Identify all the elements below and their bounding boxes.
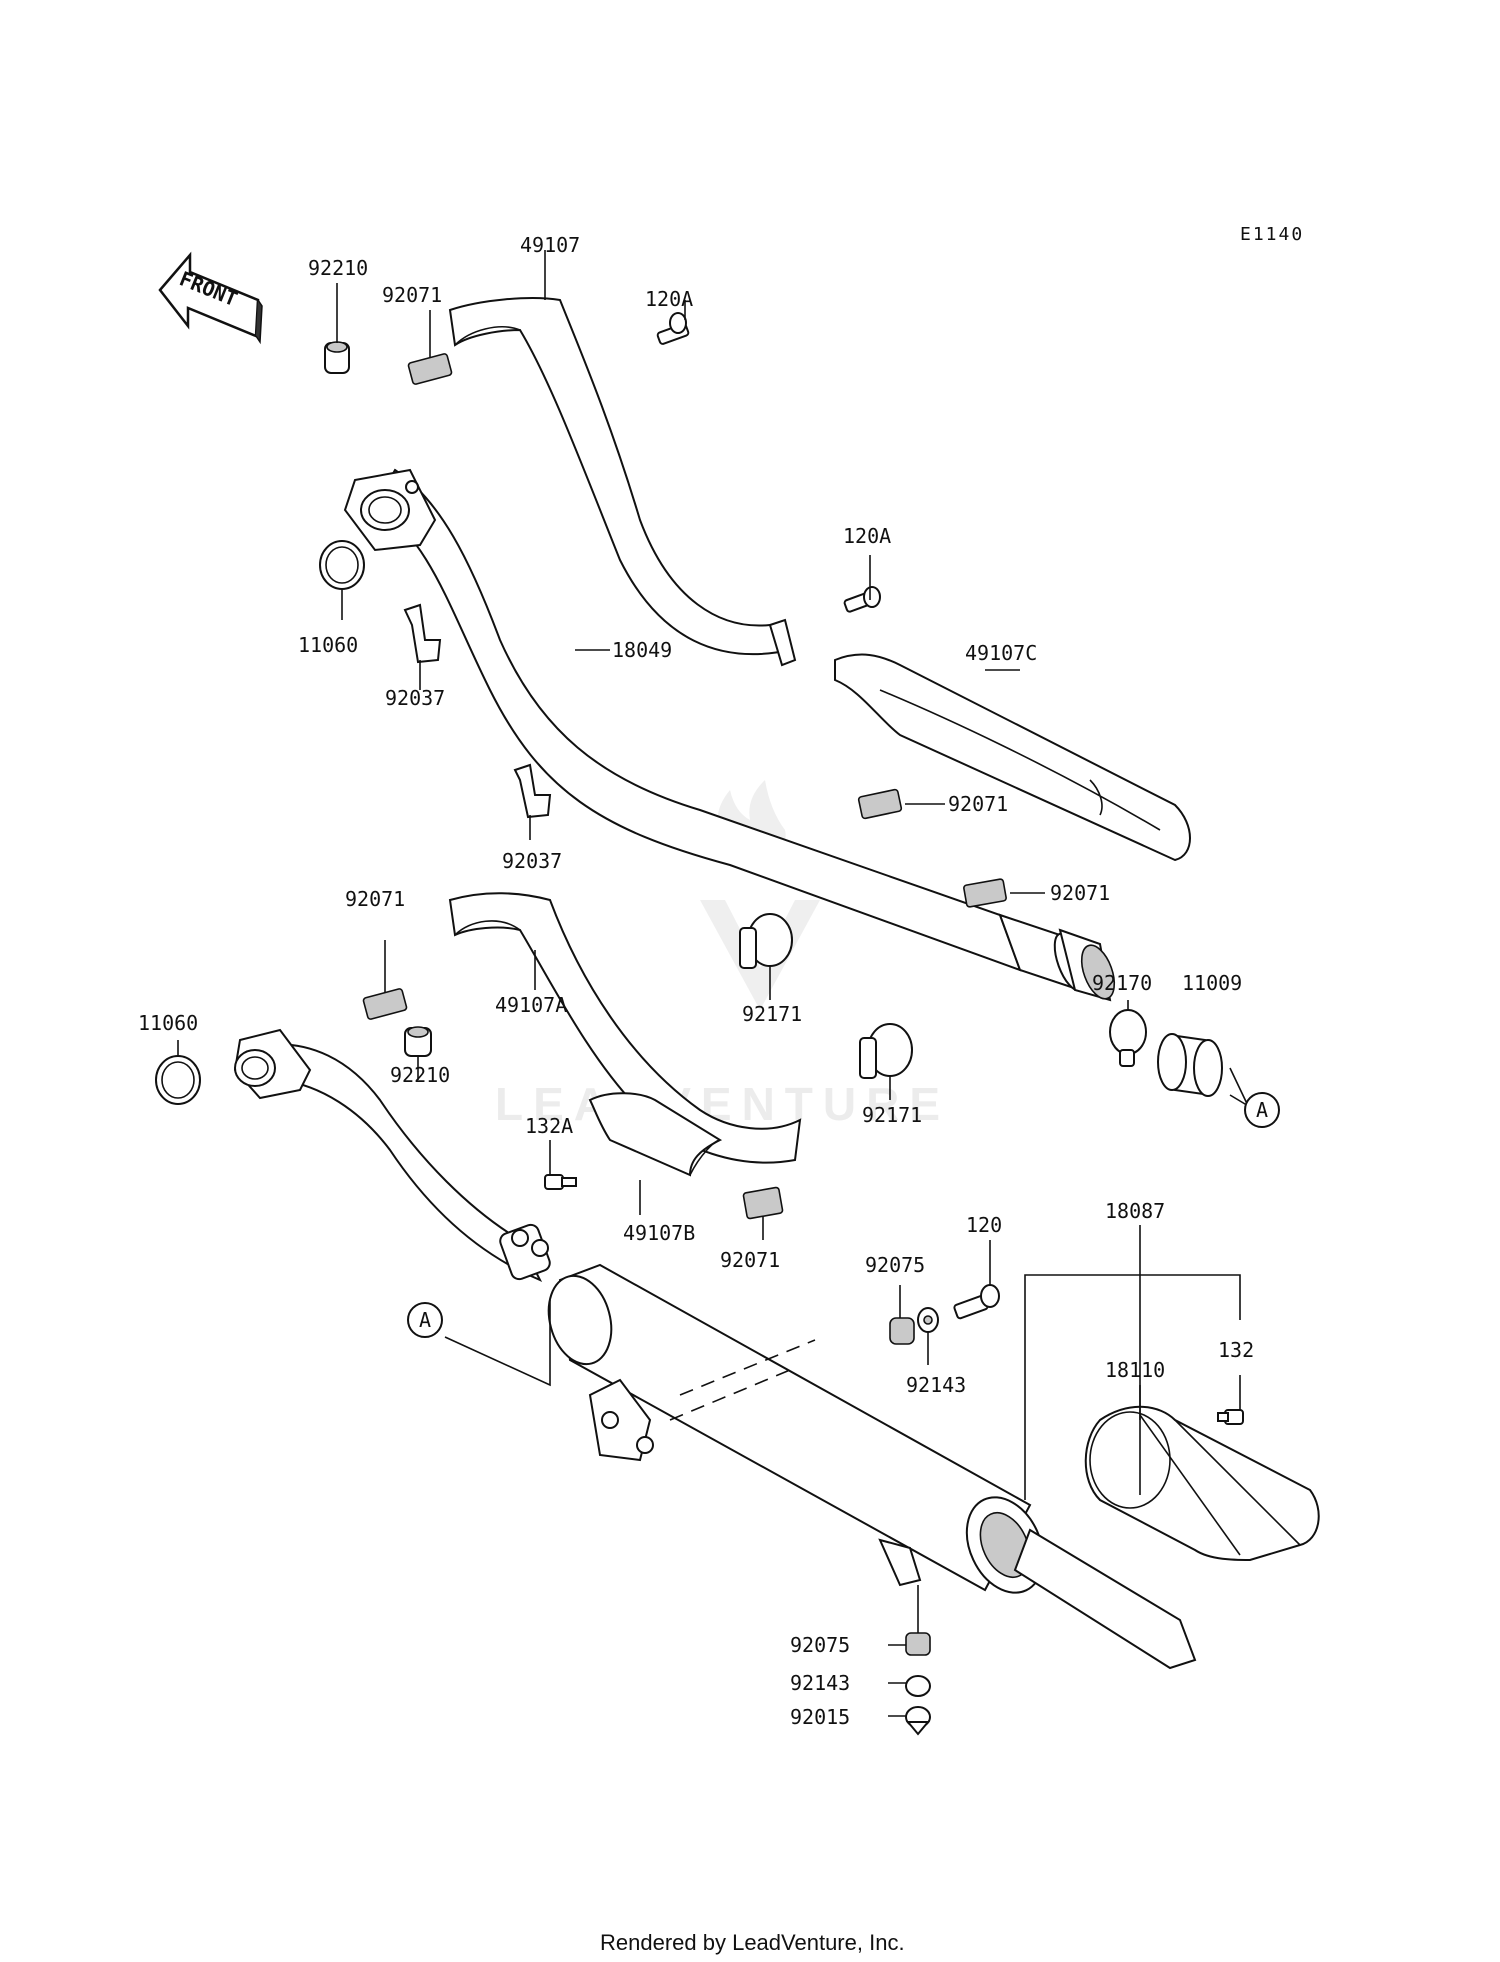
part-label: 120A (645, 287, 693, 311)
callout-marker-a-left: A (407, 1302, 443, 1338)
part-label: 120 (966, 1213, 1002, 1237)
part-label: 11009 (1182, 971, 1242, 995)
gasket-11060-top (319, 540, 365, 590)
diagram-reference-code: E1140 (1240, 224, 1304, 245)
part-label: 120A (843, 524, 891, 548)
part-label: 92075 (865, 1253, 925, 1277)
part-label: 92071 (720, 1248, 780, 1272)
part-label: 49107A (495, 993, 567, 1017)
grommet-92075-top (889, 1317, 915, 1345)
exhaust-pipe-upper (373, 468, 1116, 1002)
pad-92071-left (362, 988, 408, 1020)
part-label: 11060 (138, 1011, 198, 1035)
part-label: 92170 (1092, 971, 1152, 995)
clamp-92170 (1109, 1009, 1147, 1067)
gasket-11009 (1157, 1033, 1223, 1097)
part-label: 92075 (790, 1633, 850, 1657)
muffler-body (547, 1263, 1197, 1670)
pad-92071-mid (857, 788, 903, 820)
part-label: 92171 (862, 1103, 922, 1127)
pad-92071-low (742, 1186, 784, 1220)
part-label: 18087 (1105, 1199, 1165, 1223)
pad-92071-right (963, 878, 1007, 908)
exhaust-pipe-lower (233, 1028, 543, 1282)
part-label: 49107C (965, 641, 1037, 665)
muffler-end-cap (1084, 1405, 1320, 1562)
bracket-92037-mid (513, 763, 552, 819)
part-label: 11060 (298, 633, 358, 657)
clamp-92171-b (859, 1023, 913, 1079)
collar-92143-bottom (905, 1675, 931, 1697)
bolt-132A (544, 1174, 577, 1190)
heat-shield-49107 (448, 297, 797, 667)
part-labels: 92210 92071 49107 120A 11060 92037 18049… (138, 233, 1254, 1729)
pipe-clamp-lower (499, 1223, 551, 1281)
part-label: 132A (525, 1114, 573, 1138)
spacer-92210-left (404, 1026, 432, 1057)
spacer-92210-top (324, 341, 350, 374)
front-direction-arrow: FRONT (158, 251, 263, 345)
bolt-120 (953, 1284, 1000, 1320)
part-label: 92037 (502, 849, 562, 873)
nut-92015 (905, 1706, 931, 1736)
part-label: 132 (1218, 1338, 1254, 1362)
part-label: 92143 (906, 1373, 966, 1397)
exhaust-flange-upper (343, 468, 437, 552)
part-label: 92143 (790, 1671, 850, 1695)
callout-a-label: A (419, 1308, 431, 1332)
heat-shield-49107A (448, 892, 802, 1164)
part-label: 18049 (612, 638, 672, 662)
part-label: 92071 (382, 283, 442, 307)
bracket-92037-top (403, 603, 442, 664)
clamp-92171-a (739, 913, 793, 969)
collar-92143-top (917, 1307, 939, 1333)
callout-marker-a-right: A (1244, 1092, 1280, 1128)
pad-92071-top (407, 353, 453, 385)
part-label: 92071 (345, 887, 405, 911)
part-label: 92210 (308, 256, 368, 280)
part-label: 49107B (623, 1221, 695, 1245)
grommet-92075-bottom (905, 1632, 931, 1656)
heat-shield-49107C (834, 653, 1191, 862)
part-label: 49107 (520, 233, 580, 257)
gasket-11060-left (155, 1055, 201, 1105)
bolt-132 (1217, 1409, 1244, 1425)
heat-shield-49107B (588, 1092, 723, 1177)
part-label: 92071 (1050, 881, 1110, 905)
bolt-120A-top (656, 312, 690, 345)
part-label: 92015 (790, 1705, 850, 1729)
part-label: 92071 (948, 792, 1008, 816)
part-label: 92171 (742, 1002, 802, 1026)
part-label: 92210 (390, 1063, 450, 1087)
callout-a-label: A (1256, 1098, 1268, 1122)
part-label: 92037 (385, 686, 445, 710)
part-label: 18110 (1105, 1358, 1165, 1382)
bolt-120A-mid (843, 586, 881, 613)
footer-credit: Rendered by LeadVenture, Inc. (600, 1930, 905, 1955)
